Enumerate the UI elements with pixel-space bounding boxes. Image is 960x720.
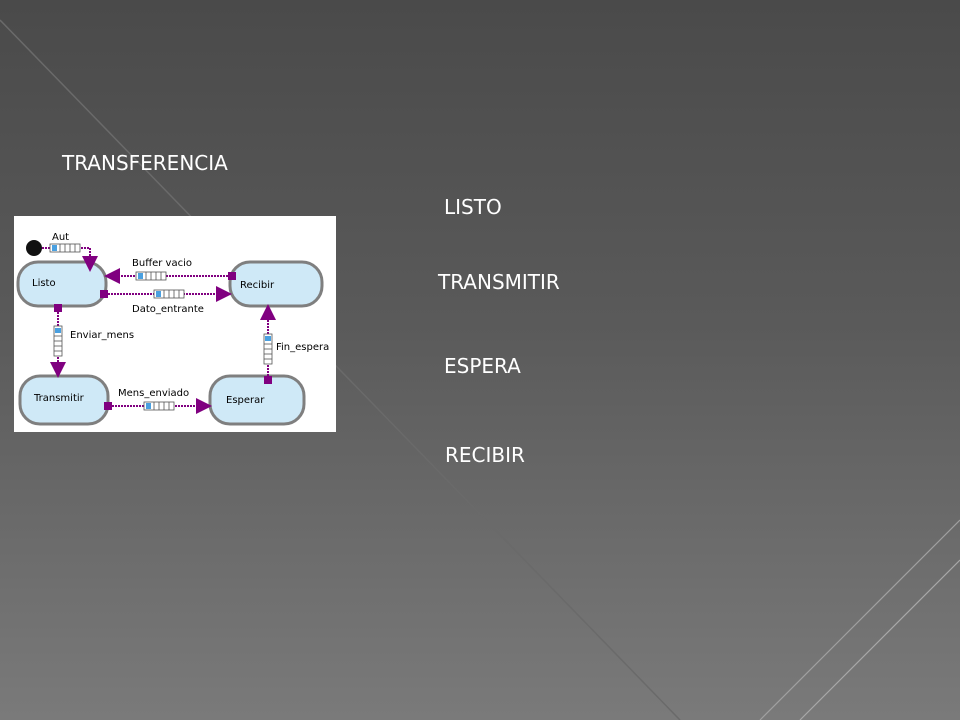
initial-state-dot: [26, 240, 42, 256]
state-transmitir: Transmitir: [18, 374, 110, 426]
state-list-item-listo: LISTO: [444, 195, 502, 219]
state-esperar-label: Esperar: [226, 395, 265, 406]
state-listo: Listo: [16, 260, 108, 308]
transition-fin-espera: Fin_espera: [260, 304, 329, 384]
state-list-item-espera: ESPERA: [444, 354, 521, 378]
transition-enviar-mens-label: Enviar_mens: [70, 330, 134, 341]
slide-title: TRANSFERENCIA: [62, 151, 228, 175]
state-recibir: Recibir: [228, 260, 324, 308]
transition-buffer-vacio-label: Buffer vacio: [132, 258, 192, 269]
transition-fin-espera-label: Fin_espera: [276, 342, 329, 353]
state-listo-label: Listo: [32, 278, 56, 289]
transition-buffer-vacio: Buffer vacio: [104, 258, 236, 284]
transition-mens-enviado-label: Mens_enviado: [118, 388, 189, 399]
state-transmitir-label: Transmitir: [33, 393, 85, 404]
state-recibir-label: Recibir: [240, 280, 275, 291]
state-list-item-recibir: RECIBIR: [445, 443, 525, 467]
transition-dato-entrante: Dato_entrante: [100, 286, 232, 315]
state-list-item-transmitir: TRANSMITIR: [438, 270, 560, 294]
transition-aut-label: Aut: [52, 232, 69, 243]
transition-enviar-mens: Enviar_mens: [50, 304, 134, 378]
transition-aut: Aut: [42, 232, 98, 272]
transition-dato-entrante-label: Dato_entrante: [132, 304, 204, 315]
state-diagram: Listo Recibir Transmitir Esperar Aut Buf…: [14, 216, 336, 432]
transition-mens-enviado: Mens_enviado: [104, 388, 212, 414]
state-esperar: Esperar: [208, 374, 306, 426]
